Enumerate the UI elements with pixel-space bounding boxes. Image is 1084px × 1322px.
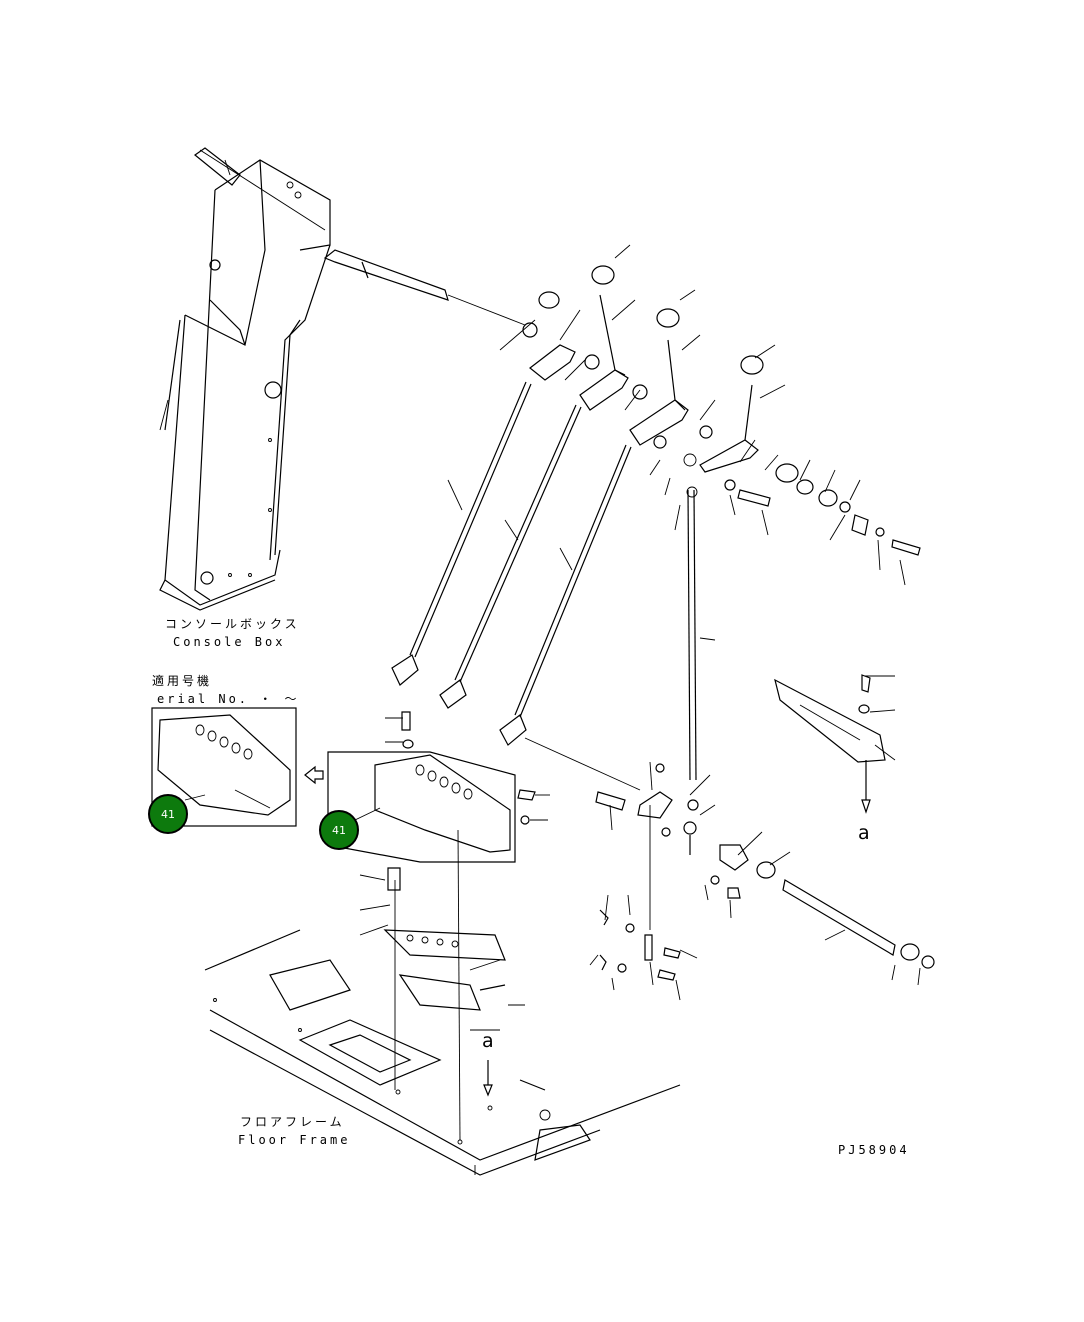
callout-41-inset[interactable]: 41 bbox=[148, 794, 188, 834]
floor-frame-label-en: Floor Frame bbox=[238, 1133, 351, 1147]
reference-letter-a: a bbox=[858, 822, 870, 844]
inset-frame bbox=[151, 707, 297, 827]
floor-frame bbox=[204, 929, 681, 1176]
console-box-label-jp: コンソールボックス bbox=[165, 617, 300, 631]
floor-frame-label-jp: フロアフレーム bbox=[240, 1115, 345, 1129]
console-box bbox=[159, 147, 331, 611]
linkage-rods bbox=[391, 381, 698, 781]
serial-no-label: erial No. ・ ～ bbox=[157, 692, 300, 706]
cross-shaft bbox=[323, 249, 526, 326]
right-hardware bbox=[724, 463, 921, 814]
lower-linkage bbox=[524, 737, 935, 981]
callout-41-main[interactable]: 41 bbox=[319, 810, 359, 850]
arrow-left-icon bbox=[304, 765, 324, 785]
console-box-label-en: Console Box bbox=[173, 635, 286, 649]
applicable-label-jp: 適用号機 bbox=[152, 674, 213, 688]
reference-letter-a: a bbox=[482, 1030, 494, 1052]
control-levers bbox=[522, 265, 764, 473]
main-cover-frame bbox=[327, 711, 536, 1141]
drawing-code: PJ58904 bbox=[838, 1143, 910, 1157]
leader-lines bbox=[159, 244, 921, 1175]
